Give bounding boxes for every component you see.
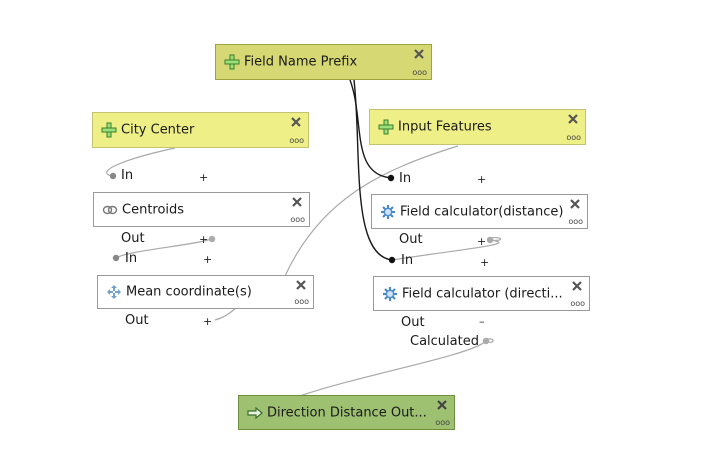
close-icon[interactable]: [413, 48, 425, 60]
port-in-label: In: [399, 171, 412, 186]
expand-port-button[interactable]: +: [199, 233, 209, 246]
expand-port-button[interactable]: +: [203, 315, 213, 328]
node-field-calculator-distance[interactable]: Field calculator(distance) ooo: [371, 194, 588, 229]
close-icon[interactable]: [436, 399, 448, 411]
port-dot: [388, 256, 396, 264]
node-centroids[interactable]: Centroids ooo: [93, 192, 310, 227]
node-field-name-prefix[interactable]: Field Name Prefix ooo: [215, 44, 432, 80]
port-in-label: In: [121, 168, 134, 183]
plus-icon: [378, 119, 394, 135]
node-mean-coordinates[interactable]: Mean coordinate(s) ooo: [97, 275, 314, 309]
collapse-port-button[interactable]: –: [479, 315, 485, 328]
port-out-label: Out: [121, 231, 145, 246]
port-out-label: Out: [399, 232, 423, 247]
node-title: Mean coordinate(s): [126, 284, 252, 300]
node-title: Input Features: [398, 119, 492, 135]
node-input-features[interactable]: Input Features ooo: [369, 109, 586, 145]
mean-coordinate-icon: [107, 285, 121, 299]
node-field-calculator-direction[interactable]: Field calculator (directi... ooo: [373, 276, 590, 311]
port-in-label: In: [125, 251, 138, 266]
wire-calcdir-output: [299, 340, 487, 397]
close-icon[interactable]: [571, 280, 583, 292]
expand-port-button[interactable]: +: [477, 173, 487, 186]
gear-icon: [381, 204, 395, 219]
wire-calcdist-loop: [489, 236, 502, 242]
more-icon[interactable]: ooo: [289, 136, 304, 145]
plus-icon: [224, 54, 240, 70]
port-in-label: In: [401, 253, 414, 268]
node-city-center[interactable]: City Center ooo: [92, 112, 309, 148]
port-calculated-label: Calculated: [410, 334, 479, 349]
more-icon[interactable]: ooo: [435, 418, 450, 427]
port-out-label: Out: [401, 315, 425, 330]
node-direction-distance-output[interactable]: Direction Distance Out... ooo: [238, 395, 455, 430]
node-title: Centroids: [122, 202, 185, 217]
more-icon[interactable]: ooo: [566, 133, 581, 142]
expand-port-button[interactable]: +: [199, 171, 209, 184]
wire-prefix-calcdist: [349, 79, 393, 179]
port-dot: [109, 172, 117, 180]
node-title: Field calculator (directi...: [402, 286, 563, 301]
expand-port-button[interactable]: +: [477, 235, 487, 248]
port-dot: [387, 174, 395, 182]
expand-port-button[interactable]: +: [480, 256, 490, 269]
wire-prefix-calcdir: [353, 79, 393, 261]
node-title: City Center: [121, 122, 195, 138]
gear-icon: [383, 286, 397, 301]
port-dot: [208, 235, 216, 243]
node-title: Field Name Prefix: [244, 54, 358, 70]
port-dot: [112, 254, 120, 262]
arrow-right-icon: [247, 406, 263, 419]
close-icon[interactable]: [567, 113, 579, 125]
more-icon[interactable]: ooo: [568, 217, 583, 226]
more-icon[interactable]: ooo: [290, 215, 305, 224]
wire-citycenter-centroids: [106, 147, 176, 177]
close-icon[interactable]: [569, 198, 581, 210]
port-dot: [482, 337, 490, 345]
close-icon[interactable]: [290, 116, 302, 128]
port-out-label: Out: [125, 313, 149, 328]
more-icon[interactable]: ooo: [570, 299, 585, 308]
wire-inputfeatures-mean: [284, 145, 459, 277]
centroids-icon: [102, 205, 118, 214]
wire-centroids-mean: [115, 238, 213, 259]
plus-icon: [101, 122, 117, 138]
more-icon[interactable]: ooo: [412, 68, 427, 77]
close-icon[interactable]: [291, 196, 303, 208]
close-icon[interactable]: [295, 279, 307, 291]
more-icon[interactable]: ooo: [294, 297, 309, 306]
port-dot: [486, 236, 494, 244]
expand-port-button[interactable]: +: [203, 253, 213, 266]
wire-calcdist-calcdir: [391, 239, 500, 261]
node-title: Field calculator(distance): [400, 204, 564, 219]
node-title: Direction Distance Out...: [267, 405, 427, 420]
